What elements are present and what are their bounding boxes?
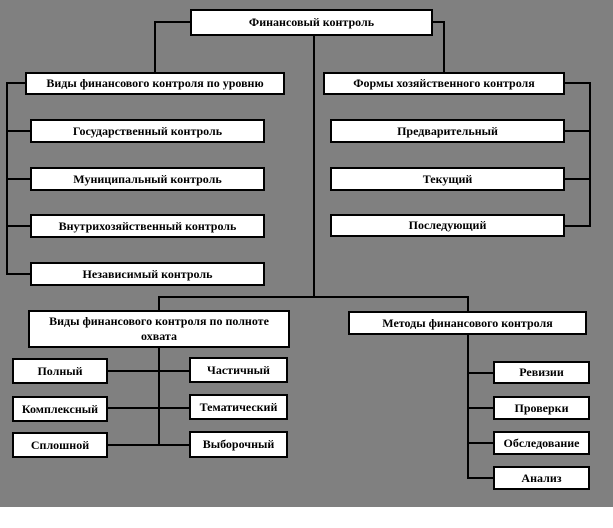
connector-root-to-level-h xyxy=(154,21,192,23)
node-intraeconomic-control: Внутрихозяйственный контроль xyxy=(30,214,265,238)
node-revisions: Ревизии xyxy=(493,361,590,384)
connector-root-to-forms-h xyxy=(431,21,445,23)
node-thematic: Тематический xyxy=(189,394,288,420)
node-full: Полный xyxy=(12,358,108,384)
node-continuous: Сплошной xyxy=(12,432,108,458)
connector-methods-bracket-v xyxy=(467,333,469,479)
node-forms-header: Формы хозяйственного контроля xyxy=(323,72,565,95)
node-types-by-level-header: Виды финансового контроля по уровню xyxy=(25,72,285,95)
connector-forms-stub-2 xyxy=(564,178,591,180)
connector-coverage-row-1 xyxy=(106,370,191,372)
connector-level-stub-header xyxy=(6,82,26,84)
node-types-by-coverage-header: Виды финансового контроля по полноте охв… xyxy=(28,310,290,348)
connector-methods-stub-1 xyxy=(467,372,495,374)
connector-level-stub-4 xyxy=(6,273,31,275)
node-inspections: Проверки xyxy=(493,396,590,420)
connector-coverage-row-3 xyxy=(106,444,191,446)
connector-center-trunk xyxy=(313,34,315,298)
node-methods-header: Методы финансового контроля xyxy=(348,311,587,335)
node-partial: Частичный xyxy=(189,357,288,383)
node-current: Текущий xyxy=(330,167,565,191)
connector-level-stub-1 xyxy=(6,130,31,132)
connector-level-stub-3 xyxy=(6,225,31,227)
connector-forms-stub-1 xyxy=(564,130,591,132)
connector-coverage-spine xyxy=(158,346,160,446)
node-examination: Обследование xyxy=(493,431,590,455)
connector-forms-bracket-v xyxy=(589,82,591,227)
connector-root-to-level-v xyxy=(154,21,156,72)
node-analysis: Анализ xyxy=(493,466,590,490)
connector-methods-stub-2 xyxy=(467,407,495,409)
connector-lower-crossbar xyxy=(158,296,469,298)
connector-level-stub-2 xyxy=(6,178,31,180)
connector-coverage-row-2 xyxy=(106,407,191,409)
node-complex: Комплексный xyxy=(12,396,108,422)
connector-forms-stub-3 xyxy=(564,225,591,227)
node-independent-control: Независимый контроль xyxy=(30,262,265,286)
connector-coverage-drop xyxy=(158,296,160,312)
node-selective: Выборочный xyxy=(189,431,288,458)
node-state-control: Государственный контроль xyxy=(30,119,265,143)
connector-root-to-forms-v xyxy=(443,21,445,72)
connector-methods-drop xyxy=(467,296,469,313)
node-preliminary: Предварительный xyxy=(330,119,565,143)
node-subsequent: Последующий xyxy=(330,214,565,237)
node-municipal-control: Муниципальный контроль xyxy=(30,167,265,191)
connector-forms-stub-header xyxy=(564,82,591,84)
node-financial-control: Финансовый контроль xyxy=(190,9,433,36)
connector-methods-stub-4 xyxy=(467,477,495,479)
connector-methods-stub-3 xyxy=(467,442,495,444)
